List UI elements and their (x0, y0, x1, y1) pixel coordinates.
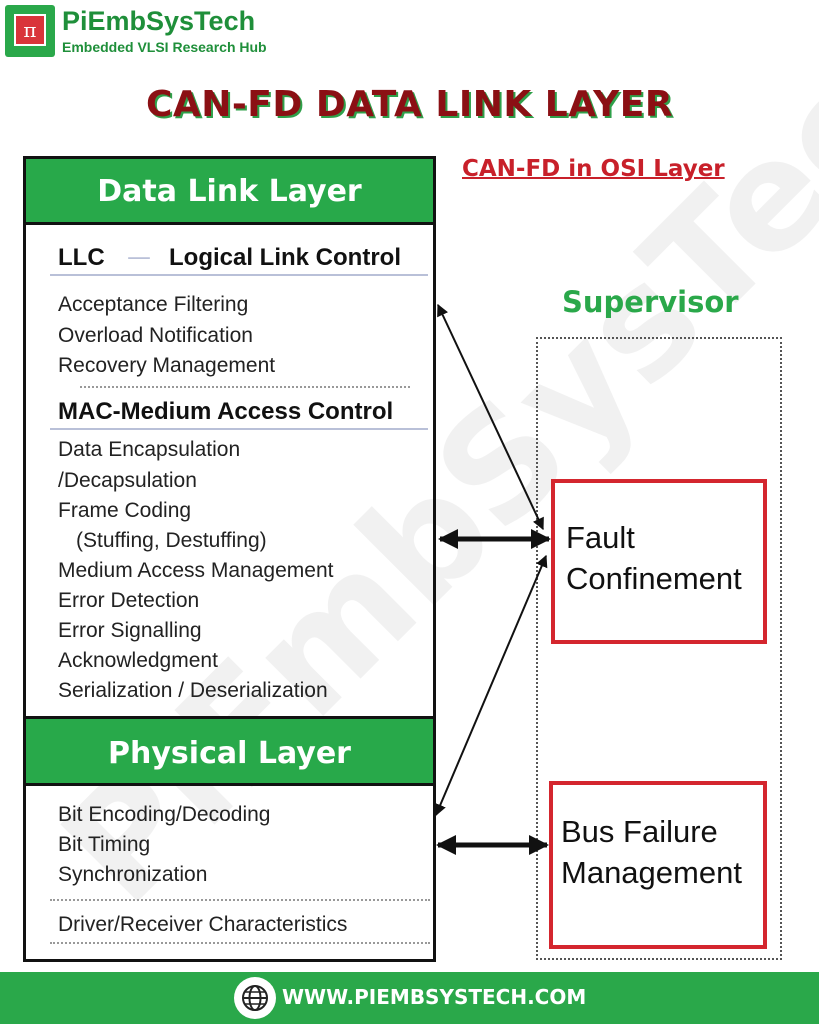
list-item: Recovery Management (58, 354, 276, 377)
llc-name: Logical Link Control (169, 244, 401, 271)
list-item: Frame Coding (58, 499, 192, 522)
list-item: Bit Timing (58, 833, 151, 856)
fault-confinement-box (551, 479, 767, 644)
brand-name: PiEmbSysTech (62, 6, 256, 36)
footer-bar (0, 972, 819, 1024)
list-item: Bit Encoding/Decoding (58, 803, 271, 826)
supervisor-label: Supervisor (562, 285, 739, 319)
footer-url-link[interactable]: WWW.PIEMBSYSTECH.COM (282, 985, 587, 1009)
list-item: Medium Access Management (58, 559, 334, 582)
fault-confinement-line1: Fault (566, 520, 635, 555)
logo-chip-icon: π (14, 14, 46, 46)
bus-failure-line1: Bus Failure (561, 814, 718, 849)
list-item: Data Encapsulation (58, 438, 241, 461)
list-item: Error Detection (58, 589, 200, 612)
divider (80, 386, 410, 388)
physical-layer-header: Physical Layer (26, 716, 433, 786)
list-item: /Decapsulation (58, 469, 197, 492)
list-item: Acknowledgment (58, 649, 218, 672)
list-item: Error Signalling (58, 619, 202, 642)
llc-abbr: LLC (58, 244, 105, 271)
divider (50, 899, 430, 901)
fault-confinement-line2: Confinement (566, 561, 742, 596)
arrow-llc-fault (437, 303, 544, 531)
bus-failure-box (549, 781, 767, 949)
llc-dash: — (127, 243, 151, 271)
list-item: Driver/Receiver Characteristics (58, 913, 348, 936)
mac-underline (50, 428, 428, 430)
layer-stack (23, 156, 436, 962)
list-item: Overload Notification (58, 324, 253, 347)
mac-heading: MAC-Medium Access Control (58, 398, 394, 425)
page-title: CAN-FD DATA LINK LAYER (145, 84, 674, 125)
data-link-layer-header: Data Link Layer (26, 159, 433, 225)
llc-underline (50, 274, 428, 276)
list-item: Synchronization (58, 863, 208, 886)
arrow-phy-fault (434, 554, 548, 817)
brand-tagline: Embedded VLSI Research Hub (62, 39, 267, 55)
list-item: (Stuffing, Destuffing) (76, 529, 267, 552)
divider (50, 942, 430, 944)
subtitle: CAN-FD in OSI Layer (462, 156, 725, 182)
list-item: Acceptance Filtering (58, 293, 249, 316)
bus-failure-line2: Management (561, 855, 742, 890)
globe-icon (234, 977, 276, 1019)
list-item: Serialization / Deserialization (58, 679, 328, 702)
